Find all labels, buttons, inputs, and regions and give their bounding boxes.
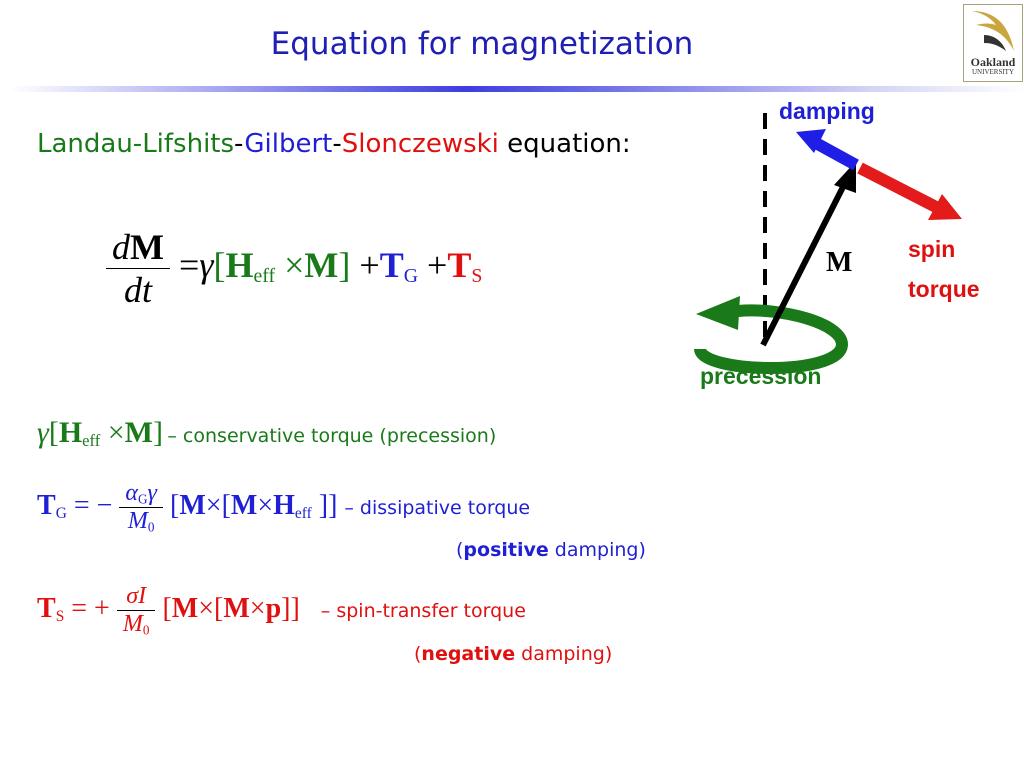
dissipative-torque-line: TG = − αGγ M0 [M×[M×Heff ]] – dissipativ… [37, 480, 530, 536]
precession-term: [Heff ×M] [213, 244, 351, 287]
magnetization-label: M [826, 247, 853, 278]
slonczewski-coefficient-fraction: σI M0 [116, 583, 156, 638]
logo-line1: Oakland [970, 55, 1016, 69]
positive-damping-note: (positive damping) [456, 539, 646, 561]
gamma-symbol: γ [199, 244, 214, 285]
equation-name: Landau-Lifshits-Gilbert-Slonczewski equa… [37, 129, 631, 159]
slonczewski-label: Slonczewski [341, 129, 499, 159]
precession-arrowhead [696, 296, 740, 330]
conservative-torque-description: – conservative torque (precession) [167, 425, 497, 447]
spin-torque-arrow [857, 162, 939, 213]
gilbert-coefficient-fraction: αGγ M0 [119, 480, 164, 536]
d-symbol: d [112, 227, 130, 267]
magnetization-vector [760, 179, 849, 347]
hawk-wing-icon [972, 11, 1014, 51]
gilbert-torque-formula: TG = − αGγ M0 [M×[M×Heff ]] [37, 480, 338, 535]
magnetization-dynamics-diagram [694, 113, 962, 374]
spin-torque-arrowhead [928, 194, 962, 220]
damping-arrowhead [796, 129, 826, 153]
conservative-torque-line: γ[Heff ×M] – conservative torque (preces… [37, 416, 496, 451]
landau-lifshits-label: Landau-Lifshits [37, 129, 235, 159]
equation-suffix: equation: [498, 129, 631, 159]
damping-arrow [811, 136, 859, 171]
magnetization-arrowhead [834, 161, 856, 193]
M-symbol: M [130, 227, 164, 267]
damping-label: damping [779, 98, 875, 124]
negative-damping-note: (negative damping) [414, 643, 613, 665]
spin-transfer-torque-line: TS = + σI M0 [M×[M×p]] – spin-transfer t… [37, 583, 526, 638]
spin-label: spin [908, 236, 956, 262]
conservative-torque-formula: γ[Heff ×M] [37, 416, 163, 451]
plus-sign: + [359, 244, 380, 285]
slonczewski-torque-formula: TS = + σI M0 [M×[M×p]] [37, 583, 300, 638]
hyphen: - [234, 129, 245, 159]
hyphen: - [332, 129, 342, 159]
gilbert-label: Gilbert [244, 129, 333, 159]
logo-line2: UNIVERSITY [972, 68, 1014, 76]
slide-title: Equation for magnetization [270, 26, 694, 62]
derivative-fraction: dM dt [106, 226, 170, 311]
equals-sign: = [178, 244, 200, 285]
oakland-university-logo: Oakland UNIVERSITY [963, 4, 1023, 82]
llgs-equation: dM dt =γ[Heff ×M] +TG +TS [106, 226, 482, 311]
torque-label: torque [908, 276, 980, 302]
precession-label: precession [700, 363, 822, 389]
spin-transfer-torque-description: – spin-transfer torque [320, 600, 526, 623]
gilbert-term: TG [379, 244, 419, 287]
slonczewski-term: TS [447, 244, 483, 287]
precession-arrow [694, 304, 848, 374]
plus-sign: + [427, 244, 448, 285]
dt-symbol: dt [123, 270, 152, 310]
dissipative-torque-description: – dissipative torque [344, 497, 531, 520]
title-divider [10, 86, 1024, 92]
